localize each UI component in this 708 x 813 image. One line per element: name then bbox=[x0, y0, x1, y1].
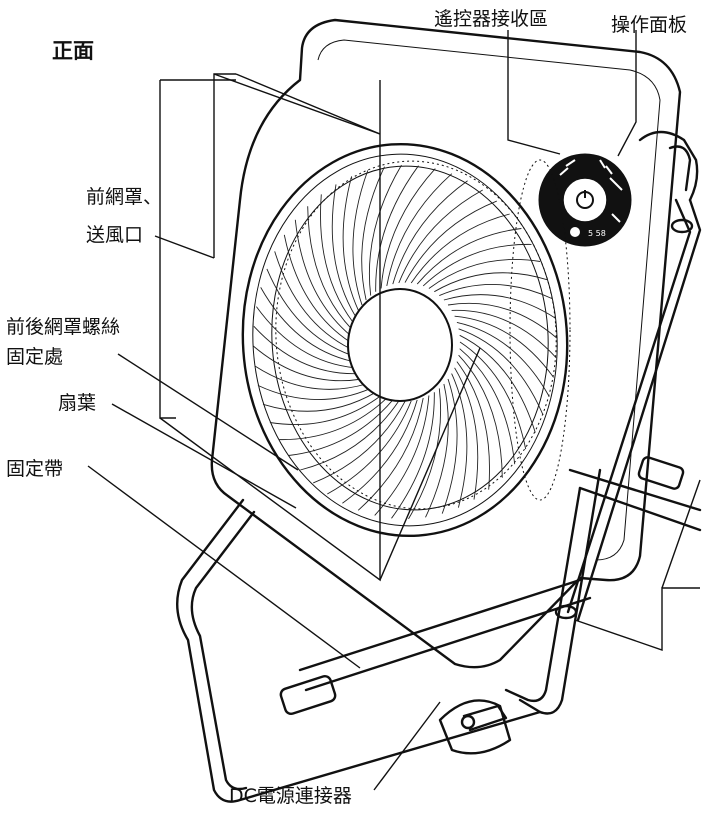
label-control-panel: 操作面板 bbox=[611, 14, 688, 36]
label-front-grille-line2: 送風口 bbox=[86, 224, 144, 246]
blade-spoke bbox=[422, 243, 532, 287]
blade-spoke bbox=[313, 401, 406, 484]
fan-blades bbox=[253, 164, 557, 520]
blade-spoke bbox=[278, 397, 388, 441]
stand-frame bbox=[176, 456, 702, 803]
label-fixing-strap: 固定帶 bbox=[6, 458, 64, 480]
blade-spoke bbox=[443, 294, 556, 319]
blade-spoke bbox=[294, 219, 351, 336]
blade-spoke bbox=[257, 384, 371, 400]
blade-spoke bbox=[327, 400, 412, 495]
fan-housing bbox=[210, 18, 702, 669]
blade-spoke bbox=[451, 309, 557, 359]
blade-spoke bbox=[392, 180, 468, 285]
blade-spoke bbox=[342, 176, 359, 311]
label-remote-receiver: 遙控器接收區 bbox=[434, 8, 549, 30]
blade-spoke bbox=[398, 189, 483, 284]
blade-spoke bbox=[342, 399, 418, 504]
blade-spoke bbox=[375, 165, 419, 292]
blade-spoke bbox=[458, 354, 503, 478]
blade-spoke bbox=[253, 345, 363, 382]
blade-spoke bbox=[352, 170, 369, 306]
blade-spoke bbox=[274, 251, 351, 350]
blade-spoke bbox=[331, 184, 356, 317]
front-grille bbox=[241, 142, 571, 538]
blade-spoke bbox=[374, 395, 430, 516]
blade-spoke bbox=[380, 168, 436, 289]
blade-spoke bbox=[447, 302, 557, 339]
page-title: 正面 bbox=[52, 39, 94, 63]
blade-spoke bbox=[357, 398, 424, 511]
blade-spoke bbox=[434, 272, 548, 293]
blade-spoke bbox=[256, 306, 356, 369]
blade-spoke bbox=[300, 400, 400, 471]
blade-spoke bbox=[458, 328, 544, 416]
blade-spoke bbox=[416, 228, 522, 285]
fan-hub bbox=[347, 288, 453, 402]
blade-spoke bbox=[391, 392, 435, 519]
blade-spoke bbox=[459, 341, 527, 450]
blade-spoke bbox=[441, 378, 458, 514]
blade-spoke bbox=[283, 234, 351, 343]
blade-spoke bbox=[456, 321, 550, 397]
blade-spoke bbox=[262, 391, 376, 412]
blade-spoke bbox=[254, 365, 367, 390]
blade-spoke bbox=[459, 348, 516, 465]
blade-spoke bbox=[410, 213, 510, 284]
blade-spoke bbox=[454, 315, 554, 378]
label-fan-blade: 扇葉 bbox=[58, 392, 97, 414]
blade-spoke bbox=[288, 399, 394, 456]
blade-spoke bbox=[307, 206, 352, 330]
blade-spoke bbox=[428, 259, 541, 289]
leader-lines bbox=[87, 30, 701, 791]
control-dial: 5 58 bbox=[538, 153, 632, 247]
blade-spoke bbox=[266, 268, 352, 356]
blade-spoke bbox=[439, 284, 553, 300]
blade-spoke bbox=[320, 194, 354, 323]
blade-spoke bbox=[260, 287, 354, 363]
blade-spoke bbox=[451, 373, 468, 508]
blade-spoke bbox=[269, 395, 382, 425]
blade-spoke bbox=[456, 361, 490, 490]
blade-spoke bbox=[404, 200, 497, 283]
blade-spoke bbox=[361, 166, 385, 301]
label-dc-connector: DC電源連接器 bbox=[229, 785, 352, 807]
label-grille-screw-line1: 前後網罩螺絲 bbox=[6, 316, 121, 338]
blade-spoke bbox=[454, 367, 479, 500]
blade-spoke bbox=[459, 334, 536, 433]
blade-spoke bbox=[386, 173, 453, 286]
blade-spoke bbox=[425, 383, 449, 518]
label-front-grille-line1: 前網罩、 bbox=[86, 186, 163, 208]
svg-text:5 58: 5 58 bbox=[588, 229, 606, 238]
blade-spoke bbox=[368, 164, 402, 296]
blade-spoke bbox=[253, 325, 359, 375]
blade-spoke bbox=[408, 388, 442, 520]
label-grille-screw-line2: 固定處 bbox=[6, 346, 64, 368]
